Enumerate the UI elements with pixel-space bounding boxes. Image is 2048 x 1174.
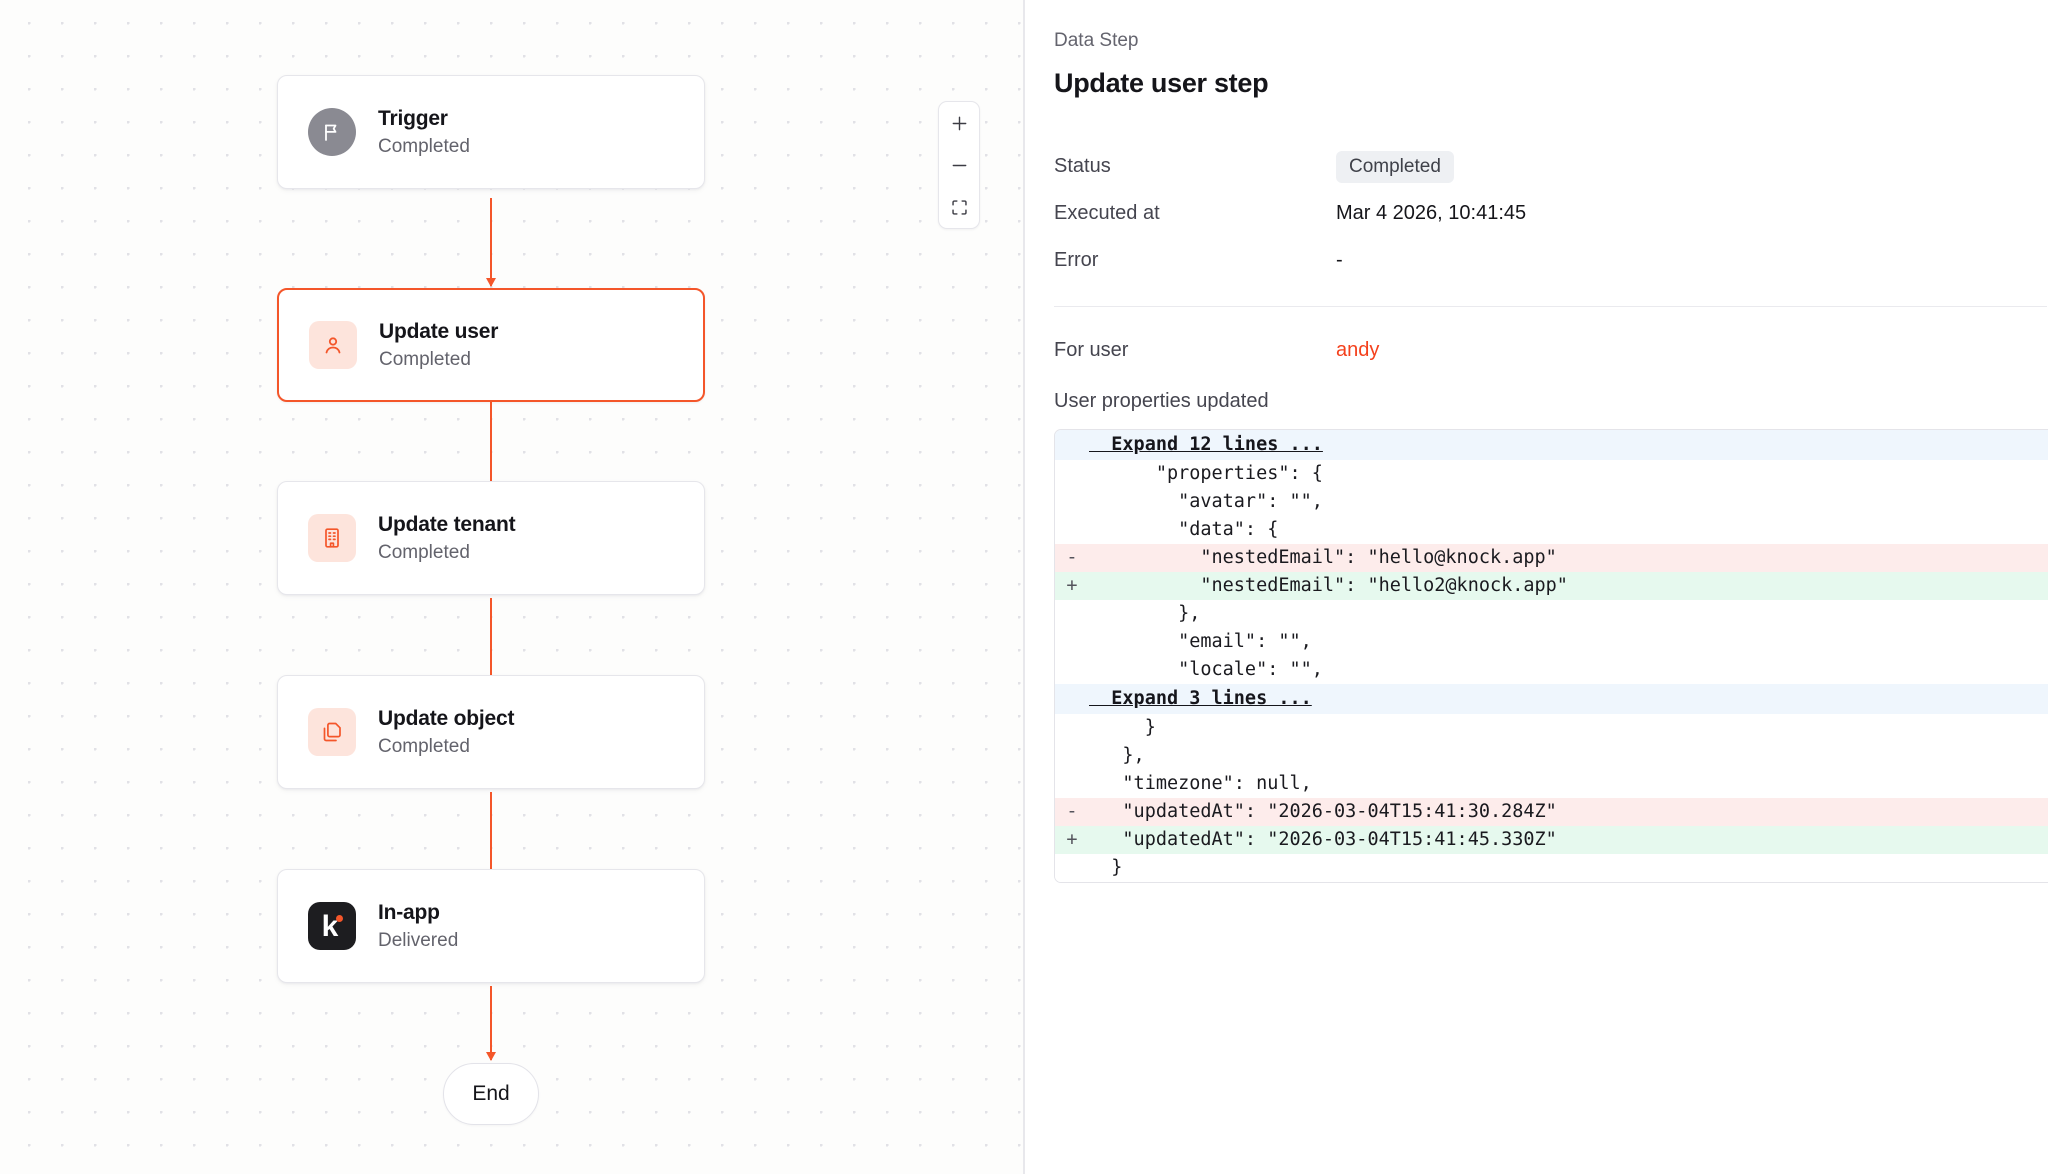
flow-node-status: Completed xyxy=(378,542,515,564)
copy-icon xyxy=(308,708,356,756)
for-user-link[interactable]: andy xyxy=(1336,339,1379,362)
diff-gutter-removed: - xyxy=(1055,798,1089,826)
diff-code: "nestedEmail": "hello@knock.app" xyxy=(1089,544,2048,572)
flow-node-update-tenant[interactable]: Update tenant Completed xyxy=(277,481,705,595)
connector-update-tenant-to-update-object xyxy=(490,598,492,686)
user-icon xyxy=(309,321,357,369)
flow-node-update-object[interactable]: Update object Completed xyxy=(277,675,705,789)
workflow-canvas[interactable]: Trigger Completed Update user Completed xyxy=(0,0,1025,1174)
panel-eyebrow: Data Step xyxy=(1054,30,2048,52)
diff-code: } xyxy=(1089,714,2048,742)
flow-node-title: Update user xyxy=(379,320,498,344)
meta-row-error: Error - xyxy=(1054,237,2048,284)
diff-row: "locale": "", xyxy=(1055,656,2048,684)
diff-expand-link[interactable]: Expand 12 lines ... xyxy=(1089,431,2048,459)
meta-label: Status xyxy=(1054,155,1336,178)
flow-node-status: Completed xyxy=(378,736,514,758)
meta-row-executed-at: Executed at Mar 4 2026, 10:41:45 xyxy=(1054,190,2048,237)
flow-node-update-user[interactable]: Update user Completed xyxy=(277,288,705,402)
canvas-zoom-controls[interactable] xyxy=(938,101,980,229)
flow-node-text: Update object Completed xyxy=(378,707,514,758)
diff-code: "email": "", xyxy=(1089,628,2048,656)
connector-in-app-to-end xyxy=(490,986,492,1060)
diff-row-removed: - "updatedAt": "2026-03-04T15:41:30.284Z… xyxy=(1055,798,2048,826)
flow-node-title: In-app xyxy=(378,901,458,925)
diff-gutter-removed: - xyxy=(1055,544,1089,572)
diff-row: "data": { xyxy=(1055,516,2048,544)
diff-code: } xyxy=(1089,854,2048,882)
diff-gutter-added: + xyxy=(1055,572,1089,600)
flow-node-status: Completed xyxy=(378,136,470,158)
fit-view-icon[interactable] xyxy=(939,186,979,228)
error-value: - xyxy=(1336,249,1343,272)
zoom-out-icon[interactable] xyxy=(939,144,979,186)
properties-diff-viewer[interactable]: Expand 12 lines ... "properties": { "ava… xyxy=(1054,429,2048,883)
diff-row: "properties": { xyxy=(1055,460,2048,488)
diff-code: "properties": { xyxy=(1089,460,2048,488)
connector-trigger-to-update-user xyxy=(490,198,492,286)
diff-code: "updatedAt": "2026-03-04T15:41:45.330Z" xyxy=(1089,826,2048,854)
diff-row: }, xyxy=(1055,600,2048,628)
diff-row: } xyxy=(1055,854,2048,882)
diff-code: "timezone": null, xyxy=(1089,770,2048,798)
diff-row-removed: - "nestedEmail": "hello@knock.app" xyxy=(1055,544,2048,572)
flag-icon xyxy=(308,108,356,156)
connector-update-user-to-update-tenant xyxy=(490,402,492,490)
diff-row: "timezone": null, xyxy=(1055,770,2048,798)
diff-code: "updatedAt": "2026-03-04T15:41:30.284Z" xyxy=(1089,798,2048,826)
flow-node-text: In-app Delivered xyxy=(378,901,458,952)
meta-label: Error xyxy=(1054,249,1336,272)
connector-update-object-to-in-app xyxy=(490,792,492,880)
diff-expand-row[interactable]: Expand 3 lines ... xyxy=(1055,684,2048,714)
flow-node-status: Completed xyxy=(379,349,498,371)
flow-node-end[interactable]: End xyxy=(443,1063,539,1125)
diff-row: "email": "", xyxy=(1055,628,2048,656)
executed-at-value: Mar 4 2026, 10:41:45 xyxy=(1336,202,1526,225)
building-icon xyxy=(308,514,356,562)
diff-row: } xyxy=(1055,714,2048,742)
diff-expand-row[interactable]: Expand 12 lines ... xyxy=(1055,430,2048,460)
meta-row-for-user: For user andy xyxy=(1054,327,2048,374)
diff-code: }, xyxy=(1089,600,2048,628)
flow-node-title: Update object xyxy=(378,707,514,731)
zoom-in-icon[interactable] xyxy=(939,102,979,144)
diff-row: "avatar": "", xyxy=(1055,488,2048,516)
diff-gutter-added: + xyxy=(1055,826,1089,854)
diff-row: }, xyxy=(1055,742,2048,770)
diff-expand-link[interactable]: Expand 3 lines ... xyxy=(1089,685,2048,713)
meta-label: Executed at xyxy=(1054,202,1336,225)
diff-code: "avatar": "", xyxy=(1089,488,2048,516)
canvas-right-edge xyxy=(1023,0,1024,1174)
flow-node-title: Update tenant xyxy=(378,513,515,537)
knock-logo-icon: k xyxy=(308,902,356,950)
flow-node-status: Delivered xyxy=(378,930,458,952)
status-badge: Completed xyxy=(1336,151,1454,183)
diff-code: "data": { xyxy=(1089,516,2048,544)
diff-code: }, xyxy=(1089,742,2048,770)
flow-node-in-app[interactable]: k In-app Delivered xyxy=(277,869,705,983)
panel-divider xyxy=(1054,306,2047,307)
flow-node-text: Update tenant Completed xyxy=(378,513,515,564)
page-title: Update user step xyxy=(1054,68,2048,99)
diff-row-added: + "updatedAt": "2026-03-04T15:41:45.330Z… xyxy=(1055,826,2048,854)
flow-node-text: Update user Completed xyxy=(379,320,498,371)
diff-row-added: + "nestedEmail": "hello2@knock.app" xyxy=(1055,572,2048,600)
diff-code: "locale": "", xyxy=(1089,656,2048,684)
flow-node-trigger[interactable]: Trigger Completed xyxy=(277,75,705,189)
meta-label: For user xyxy=(1054,339,1336,362)
user-properties-label: User properties updated xyxy=(1054,390,2048,413)
step-detail-panel: Data Step Update user step Status Comple… xyxy=(1025,0,2048,1174)
flow-node-text: Trigger Completed xyxy=(378,107,470,158)
meta-row-status: Status Completed xyxy=(1054,143,2048,190)
diff-code: "nestedEmail": "hello2@knock.app" xyxy=(1089,572,2048,600)
flow-node-title: Trigger xyxy=(378,107,470,131)
